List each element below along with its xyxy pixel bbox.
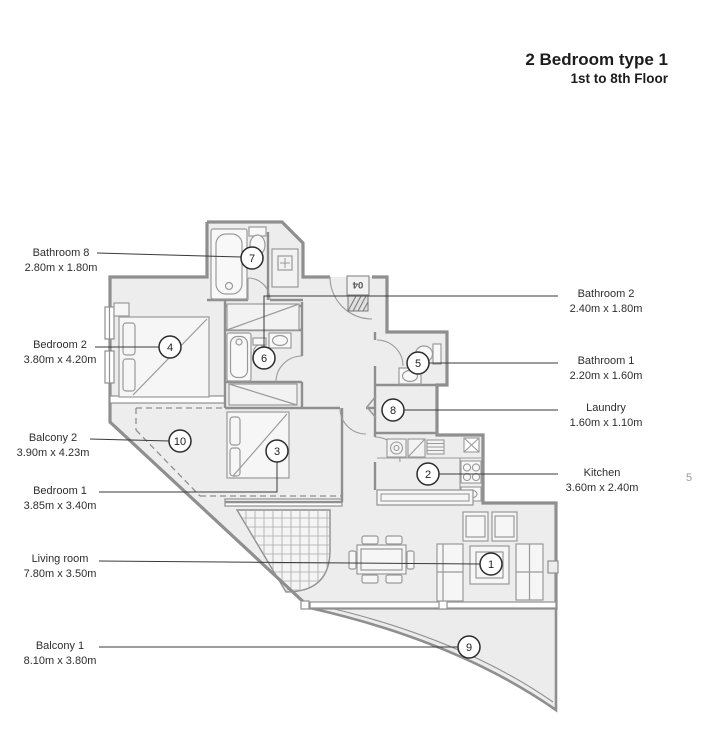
- dims-bathroom1: 2.20m x 1.60m: [570, 370, 643, 382]
- dims-bathroom2: 2.40m x 1.80m: [570, 303, 643, 315]
- label-bathroom2: Bathroom 2: [578, 288, 635, 300]
- label-balcony1: Balcony 1: [36, 640, 84, 652]
- entry-hatch-box: [347, 295, 369, 312]
- balcony1-floor: [310, 608, 556, 710]
- chair-icon: [361, 574, 379, 584]
- svg-text:7: 7: [249, 253, 255, 265]
- svg-text:9: 9: [466, 642, 472, 654]
- marker-10: 10: [168, 429, 192, 453]
- label-bathroom1: Bathroom 1: [578, 355, 635, 367]
- dining-table-icon: [348, 535, 415, 584]
- marker-1: 1: [479, 552, 503, 576]
- nightstand-icon: [113, 302, 130, 317]
- dims-bathroom8: 2.80m x 1.80m: [25, 262, 98, 274]
- chair-icon: [361, 535, 379, 545]
- label-kitchen: Kitchen: [584, 467, 621, 479]
- unit-number: 04: [352, 279, 363, 290]
- page-title: 2 Bedroom type 1: [525, 50, 668, 69]
- closet-unit-icon: [271, 248, 299, 288]
- kitchen-appliances: [376, 437, 483, 506]
- svg-text:8: 8: [390, 405, 396, 417]
- sofa-icon: [515, 543, 544, 601]
- page-subtitle: 1st to 8th Floor: [571, 71, 669, 86]
- chair-icon: [385, 535, 403, 545]
- bed-icon: [226, 411, 290, 479]
- laundry-door-notch: [365, 395, 377, 419]
- dims-bedroom2: 3.80m x 4.20m: [24, 354, 97, 366]
- svg-text:10: 10: [174, 436, 186, 448]
- chair-icon: [348, 550, 357, 570]
- marker-7: 7: [240, 246, 264, 270]
- marker-6: 6: [252, 346, 276, 370]
- svg-text:5: 5: [415, 358, 421, 370]
- tiled-floor-area: [235, 509, 331, 593]
- chair-icon: [406, 550, 415, 570]
- print-artifact: 5: [686, 472, 692, 484]
- bathtub-icon: [210, 228, 248, 300]
- dims-balcony2: 3.90m x 4.23m: [17, 447, 90, 459]
- dims-livingroom: 7.80m x 3.50m: [24, 568, 97, 580]
- svg-text:4: 4: [167, 342, 173, 354]
- balcony2-dashed-outline: [135, 407, 341, 497]
- armchair-icon: [462, 511, 489, 542]
- label-bathroom8: Bathroom 8: [33, 247, 90, 259]
- svg-text:2: 2: [425, 469, 431, 481]
- window-livingroom-bottom: [309, 601, 557, 609]
- stove-icon: [460, 460, 482, 484]
- balcony1-curve-inner: [312, 603, 554, 703]
- label-bedroom2: Bedroom 2: [33, 339, 87, 351]
- marker-3: 3: [265, 439, 289, 463]
- label-bedroom1: Bedroom 1: [33, 485, 87, 497]
- svg-text:3: 3: [274, 446, 280, 458]
- room-markers: 7 4 6 5 8 10 3 2 1 9: [158, 246, 503, 659]
- apartment-floor: [110, 222, 556, 608]
- washing-machine-icon: [386, 438, 407, 458]
- wall-notch: [547, 560, 559, 574]
- labels-left: Bathroom 8 2.80m x 1.80m Bedroom 2 3.80m…: [17, 247, 98, 667]
- dishwasher-icon: [407, 438, 426, 458]
- floor-areas: [110, 222, 556, 710]
- marker-4: 4: [158, 335, 182, 359]
- labels-right: Bathroom 2 2.40m x 1.80m Bathroom 1 2.20…: [566, 288, 643, 494]
- livingroom-furniture: [348, 511, 544, 602]
- outer-walls: [108, 220, 558, 713]
- bathtub-icon: [226, 332, 252, 382]
- svg-text:1: 1: [488, 559, 494, 571]
- chair-icon: [385, 574, 403, 584]
- leader-lines: [89, 252, 558, 648]
- kitchen-peninsula: [376, 489, 474, 506]
- wardrobe-icon: [226, 303, 300, 331]
- label-livingroom: Living room: [32, 553, 89, 565]
- armchair-icon: [491, 511, 518, 542]
- wardrobe-icon: [228, 383, 298, 406]
- vent-grille-icon: [426, 439, 445, 455]
- balcony1-curve: [309, 606, 558, 713]
- bathroom8-fixtures: [210, 226, 299, 300]
- marker-8: 8: [381, 398, 405, 422]
- title-block: 2 Bedroom type 1 1st to 8th Floor: [525, 50, 668, 86]
- dims-bedroom1: 3.85m x 3.40m: [24, 500, 97, 512]
- marker-9: 9: [457, 635, 481, 659]
- sink-icon: [268, 332, 292, 349]
- bedroom1-furniture: [226, 411, 290, 479]
- marker-5: 5: [406, 351, 430, 375]
- marker-2: 2: [416, 462, 440, 486]
- unit-plate: [346, 275, 370, 296]
- dims-laundry: 1.60m x 1.10m: [570, 417, 643, 429]
- dims-kitchen: 3.60m x 2.40m: [566, 482, 639, 494]
- wardrobes-and-bathroom6: [226, 303, 300, 406]
- label-laundry: Laundry: [586, 402, 626, 414]
- svg-text:6: 6: [261, 353, 267, 365]
- dims-balcony1: 8.10m x 3.80m: [24, 655, 97, 667]
- window-vent-icon: [463, 437, 480, 453]
- label-balcony2: Balcony 2: [29, 432, 77, 444]
- entry-area: 04: [346, 275, 370, 312]
- sofa-icon: [436, 543, 464, 602]
